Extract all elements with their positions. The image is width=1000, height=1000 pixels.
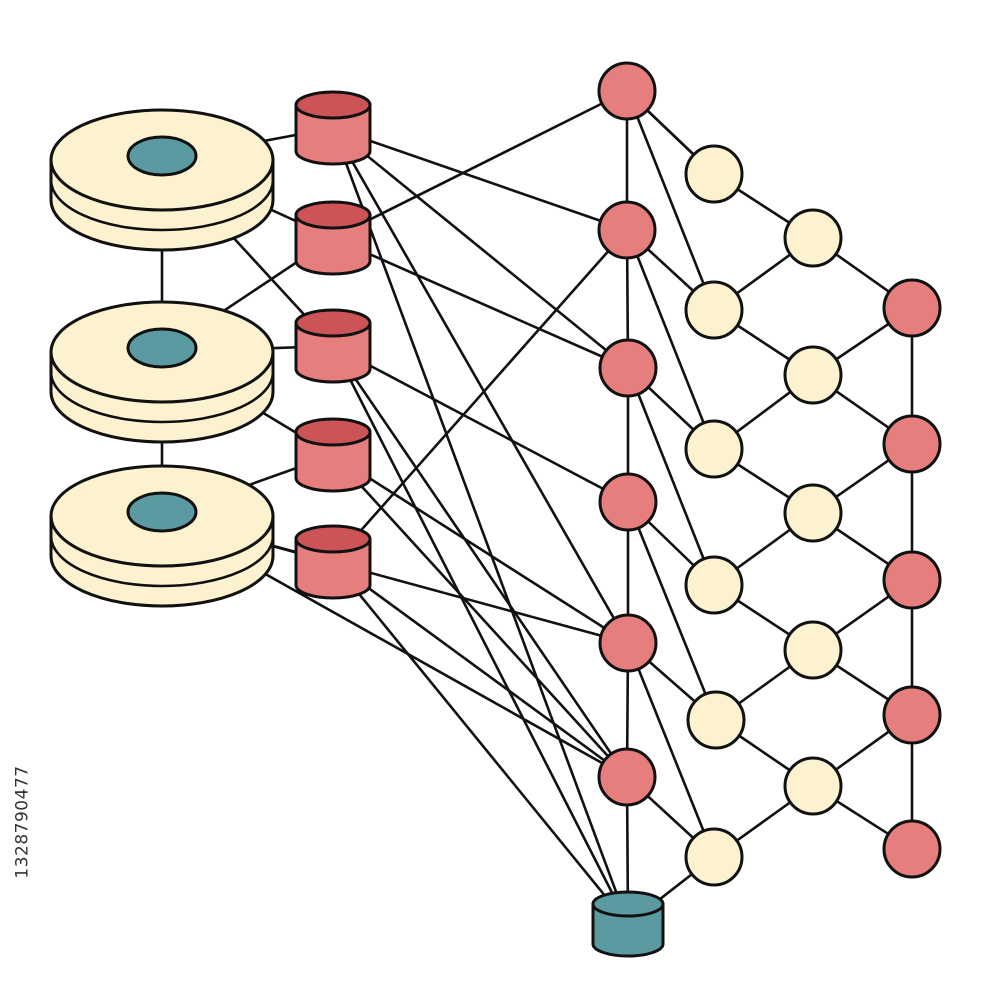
node-c4 xyxy=(783,620,843,680)
node-a4 xyxy=(598,472,658,532)
edge-cyl-5-a2 xyxy=(331,228,629,564)
edge-a4-b5 xyxy=(626,500,718,722)
node-b5 xyxy=(686,690,746,750)
edge-a2-b3 xyxy=(625,228,716,451)
cylinder-top xyxy=(591,890,665,918)
node-b2 xyxy=(684,280,744,340)
node-a6 xyxy=(597,747,657,807)
node-c3 xyxy=(783,483,843,543)
disk-stack-stack-3 xyxy=(49,464,275,608)
node-b3 xyxy=(684,419,744,479)
disk-seam xyxy=(49,179,275,232)
edge-cyl-2-a3 xyxy=(331,236,630,370)
edge-cyl-5-a6 xyxy=(331,560,629,779)
cylinder-body xyxy=(294,537,372,600)
cylinder-cyl-3 xyxy=(294,308,372,384)
edge-cyl-1-a5 xyxy=(331,126,630,645)
edge-a3-b4 xyxy=(626,366,716,587)
node-d5 xyxy=(882,819,942,879)
node-a3 xyxy=(598,338,658,398)
cylinder-top xyxy=(294,524,372,554)
cylinder-body xyxy=(591,902,665,958)
stock-id-watermark: 1328790477 xyxy=(6,742,40,902)
node-a2 xyxy=(597,200,657,260)
node-c5 xyxy=(783,756,843,816)
disk-hub xyxy=(126,491,198,533)
cylinder-cyl-4 xyxy=(294,417,372,493)
cylinder-top xyxy=(294,417,372,447)
edge-cyl-2-top xyxy=(331,89,629,240)
edge-cyl-3-a6 xyxy=(331,344,629,779)
node-b6 xyxy=(684,827,744,887)
edge-cyl-3-a4 xyxy=(331,344,630,504)
node-b4 xyxy=(684,555,744,615)
disk-hub xyxy=(126,135,198,177)
cylinder-cyl-5 xyxy=(294,524,372,600)
edge-cyl-5-cyl-bottom xyxy=(331,560,630,926)
cylinder-top xyxy=(294,308,372,338)
edge-cyl-4-a6 xyxy=(331,453,629,779)
edge-a5-b6 xyxy=(626,641,716,859)
cylinder-cyl-2 xyxy=(294,200,372,276)
edge-cyl-1-a2 xyxy=(331,126,629,232)
cylinder-cyl-1 xyxy=(294,90,372,166)
node-d3 xyxy=(882,550,942,610)
disk-hub xyxy=(126,327,198,369)
disk-stack-stack-2 xyxy=(49,300,275,444)
edge-a1-b2 xyxy=(625,89,716,312)
node-a5 xyxy=(598,613,658,673)
node-a1 xyxy=(597,61,657,121)
disk-seam xyxy=(49,535,275,588)
stock-id-text: 1328790477 xyxy=(13,765,34,879)
cylinder-body xyxy=(294,213,372,276)
edge-cyl-3-cyl-bottom xyxy=(331,344,630,926)
edge-cyl-4-a5 xyxy=(331,453,630,645)
node-d1 xyxy=(882,278,942,338)
cylinder-top xyxy=(294,90,372,120)
node-d4 xyxy=(882,685,942,745)
cylinder-body xyxy=(294,103,372,166)
node-c1 xyxy=(783,208,843,268)
edge-cyl-1-a3 xyxy=(331,126,630,370)
disk-stack-stack-1 xyxy=(49,108,275,252)
shapes-layer xyxy=(49,61,942,958)
node-b1 xyxy=(684,144,744,204)
node-d2 xyxy=(882,414,942,474)
cylinder-cyl-bottom xyxy=(591,890,665,958)
node-c2 xyxy=(783,345,843,405)
cylinder-top xyxy=(294,200,372,230)
cylinder-body xyxy=(294,321,372,384)
disk-seam xyxy=(49,371,275,424)
cylinder-body xyxy=(294,430,372,493)
